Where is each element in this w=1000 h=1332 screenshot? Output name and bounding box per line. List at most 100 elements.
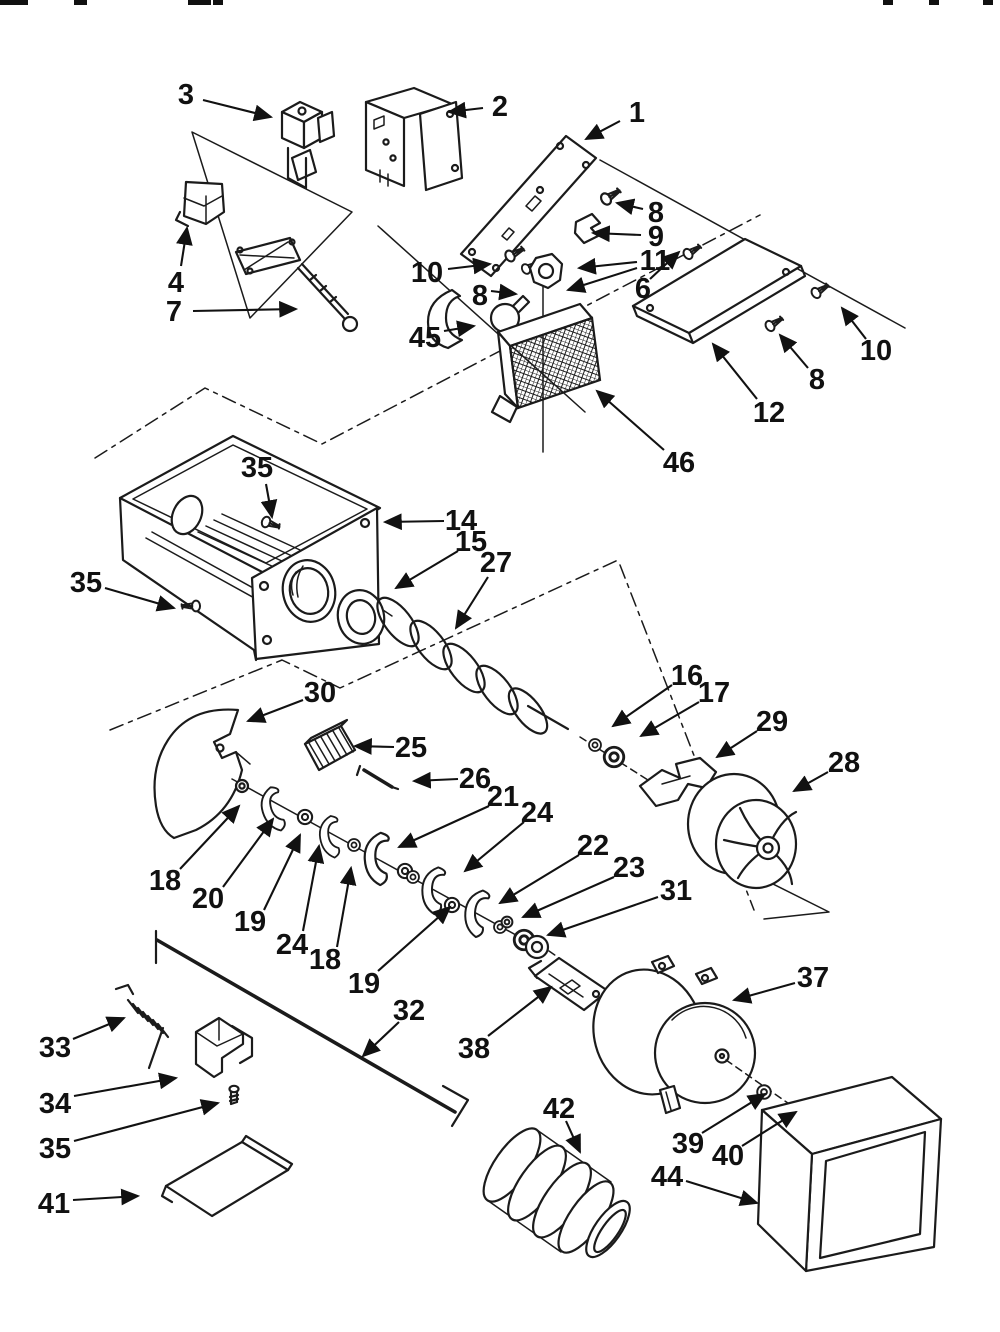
part-grille-46 xyxy=(490,302,602,424)
callout-35-bottom: 35 xyxy=(39,1099,221,1165)
callout-35-bucket: 35 xyxy=(241,452,278,520)
leader-arrow xyxy=(639,701,700,738)
part-number-label: 40 xyxy=(712,1140,744,1172)
edge-mark xyxy=(74,0,87,5)
part-auger-spiral-27 xyxy=(376,596,570,735)
leader-arrow xyxy=(352,738,395,755)
part-plate-41 xyxy=(160,1134,294,1218)
leader-arrow xyxy=(565,1120,581,1154)
part-motor-37 xyxy=(592,954,757,1115)
part-number-label: 22 xyxy=(577,830,609,862)
part-cover-plate-12 xyxy=(631,237,833,345)
leader-arrow xyxy=(490,283,519,301)
callout-25: 25 xyxy=(352,732,427,764)
part-number-label: 25 xyxy=(395,732,427,764)
leader-arrow xyxy=(498,854,580,905)
leader-arrow xyxy=(487,985,553,1037)
leader-arrow xyxy=(565,266,638,293)
callout-14: 14 xyxy=(382,505,477,537)
callout-15: 15 xyxy=(394,526,487,590)
callout-1: 1 xyxy=(584,97,645,140)
leader-arrow xyxy=(454,576,489,630)
callout-18-a: 18 xyxy=(149,804,241,897)
callout-17: 17 xyxy=(639,677,730,738)
part-number-label: 19 xyxy=(348,968,380,1000)
callout-24-right: 24 xyxy=(463,797,553,873)
edge-mark xyxy=(188,0,211,5)
part-number-label: 35 xyxy=(70,567,102,599)
part-solenoid-3 xyxy=(280,100,336,190)
part-number-label: 4 xyxy=(168,267,184,299)
leader-arrow xyxy=(377,905,452,972)
leader-arrow xyxy=(73,1072,179,1098)
callout-45: 45 xyxy=(409,320,477,354)
part-fan-wheel-28 xyxy=(686,772,798,890)
leader-arrow xyxy=(301,843,325,932)
leader-arrow xyxy=(685,1179,760,1207)
part-number-label: 10 xyxy=(860,335,892,367)
part-number-label: 1 xyxy=(629,97,645,129)
part-number-label: 17 xyxy=(698,677,730,709)
part-number-label: 35 xyxy=(241,452,273,484)
callout-19-b: 19 xyxy=(348,905,452,1000)
part-number-label: 33 xyxy=(39,1032,71,1064)
part-number-label: 23 xyxy=(613,852,645,884)
leader-arrow xyxy=(73,1099,221,1143)
edge-mark xyxy=(883,0,893,5)
callout-29: 29 xyxy=(715,706,788,759)
part-mounting-plate-1 xyxy=(426,134,598,350)
edge-mark xyxy=(983,0,993,5)
callout-2: 2 xyxy=(446,91,508,123)
leader-arrow xyxy=(246,699,304,723)
part-number-label: 20 xyxy=(192,883,224,915)
leader-arrow xyxy=(614,198,644,215)
leader-arrow xyxy=(778,333,809,369)
part-number-label: 15 xyxy=(455,526,487,558)
callout-12: 12 xyxy=(711,342,785,429)
leader-arrow xyxy=(176,225,193,267)
part-number-label: 37 xyxy=(797,962,829,994)
part-number-label: 24 xyxy=(521,797,553,829)
callout-31: 31 xyxy=(546,875,692,938)
callout-23: 23 xyxy=(521,852,645,918)
leader-arrow xyxy=(72,1188,141,1206)
part-coupler-31 xyxy=(524,934,550,960)
callout-38: 38 xyxy=(458,985,553,1065)
edge-mark xyxy=(0,0,28,5)
part-number-label: 18 xyxy=(149,865,181,897)
leader-arrow xyxy=(792,771,829,793)
callout-16: 16 xyxy=(611,660,703,728)
leader-arrow xyxy=(595,389,665,451)
part-number-label: 34 xyxy=(39,1088,71,1120)
callout-46: 46 xyxy=(595,389,695,479)
callout-32: 32 xyxy=(361,995,425,1058)
leader-arrow xyxy=(397,805,490,848)
part-rod-32 xyxy=(154,929,470,1128)
leader-arrow xyxy=(840,306,867,340)
leader-arrow xyxy=(576,257,638,275)
leader-arrow xyxy=(260,483,278,520)
leader-arrow xyxy=(649,250,681,280)
leader-arrow xyxy=(394,550,459,590)
part-shield-30 xyxy=(153,708,251,840)
leader-arrow xyxy=(446,101,484,119)
leader-arrow xyxy=(72,1016,126,1040)
callout-40: 40 xyxy=(712,1110,798,1172)
leader-arrow xyxy=(584,120,621,140)
page-edge-marks xyxy=(0,0,993,5)
part-bracket-29 xyxy=(638,756,718,808)
part-screw-35-bottom xyxy=(228,1084,240,1106)
callout-4: 4 xyxy=(168,225,193,299)
part-number-label: 19 xyxy=(234,906,266,938)
part-number-label: 45 xyxy=(409,322,441,354)
part-number-label: 35 xyxy=(39,1133,71,1165)
leader-arrow xyxy=(741,1110,798,1147)
leader-arrow xyxy=(104,586,177,612)
callout-33: 33 xyxy=(39,1016,126,1064)
part-number-label: 41 xyxy=(38,1188,70,1220)
part-number-label: 9 xyxy=(648,221,664,253)
callout-27: 27 xyxy=(454,547,512,630)
leader-arrow xyxy=(411,771,459,789)
part-cover-44 xyxy=(756,1075,943,1273)
